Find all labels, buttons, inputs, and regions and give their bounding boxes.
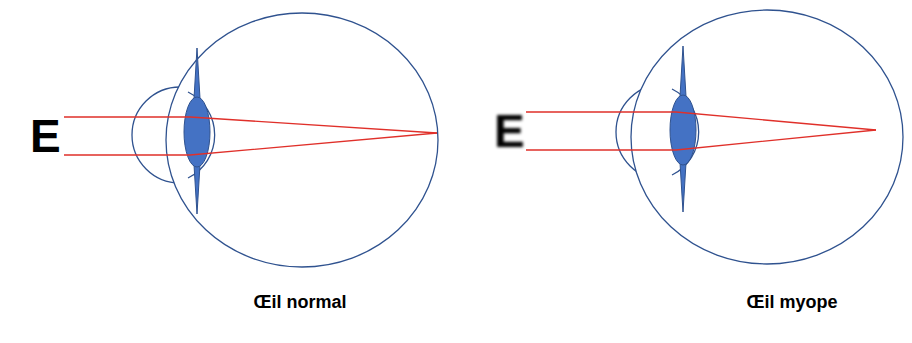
light-ray <box>64 133 437 155</box>
eyeball <box>631 10 903 264</box>
light-ray <box>526 112 876 130</box>
caption-label: Œil myope <box>746 292 837 314</box>
blurred-letter: E <box>494 108 525 154</box>
lens <box>184 97 210 167</box>
light-ray <box>526 130 876 150</box>
sharp-letter: E <box>30 113 61 159</box>
caption-label: Œil normal <box>253 292 346 314</box>
light-ray <box>64 117 437 133</box>
lens <box>670 95 696 165</box>
eyeball <box>166 13 438 267</box>
